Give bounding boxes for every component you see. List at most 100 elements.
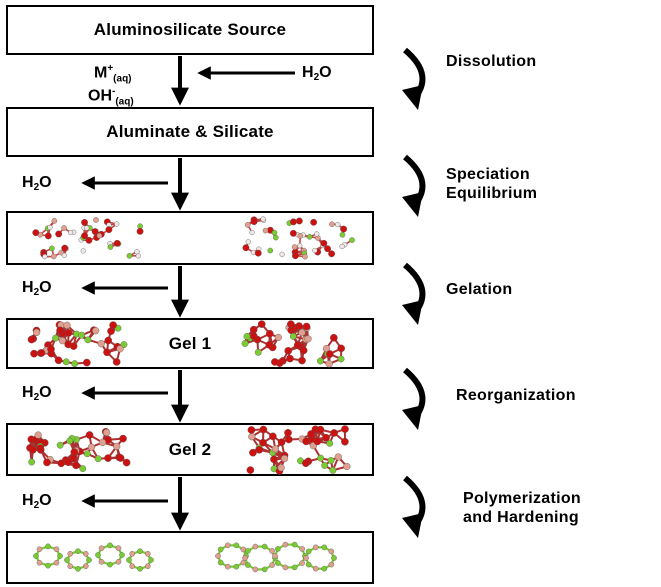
atom [83,358,91,367]
atom [94,455,102,463]
atom [298,356,306,365]
atom [244,222,251,228]
atom [79,465,87,473]
atom [245,548,251,554]
atom [129,550,136,557]
atom [305,561,312,568]
atom [343,462,351,471]
atom [84,225,90,231]
hydroxide-phase: (aq) [115,96,134,108]
atom [93,217,99,223]
curved-arrow-dissolution [402,47,426,110]
atom [112,358,121,366]
water-label-out-4: H2O [22,492,52,511]
atom [61,225,67,231]
water-label-out-3: H2O [22,384,52,403]
atom [339,231,346,238]
atom [272,234,279,241]
atom [277,438,286,447]
atom [107,561,113,568]
atom [32,229,40,237]
water-label-in: H2O [302,64,332,83]
atom [82,563,89,570]
atom [34,431,42,439]
atom [96,232,103,239]
atom [272,553,278,559]
atom [126,557,132,563]
atom [217,559,224,566]
atom [87,443,96,451]
atom [63,321,71,329]
hydroxide-ion-label: OH-(aq) [88,82,134,113]
atom [114,221,120,227]
atom [302,437,310,446]
atom [322,433,330,442]
water-2: 2 [33,500,40,511]
atom [321,544,328,551]
atom [275,560,281,566]
atom [245,562,251,568]
atom [249,448,257,457]
atom [310,218,318,226]
atom [134,249,140,255]
atom [293,341,302,349]
atom [102,428,111,437]
atom [85,431,94,439]
atom [279,251,285,257]
atom [306,234,313,240]
water-h: H [22,174,34,191]
atom [275,546,281,552]
atom [27,335,36,344]
atom [78,331,86,339]
water-o: O [39,174,52,191]
atom [129,563,136,570]
atom [335,221,341,228]
atom [64,557,70,563]
atom [144,563,151,570]
atom [47,224,53,231]
atom [115,558,122,565]
atom [305,548,312,555]
curved-arrow-polymerization [402,475,426,538]
atom [312,247,318,254]
curved-arrow-gelation [402,262,426,325]
atom [289,229,297,237]
polymer-ring-1 [33,543,63,569]
atom [233,542,240,549]
atom [53,546,60,553]
atom [302,459,310,468]
atom [249,325,258,334]
atom [291,541,298,548]
atom [136,227,144,235]
atom [269,548,275,554]
atom [316,357,324,365]
atom [148,557,154,563]
polymer-cage-3 [272,541,308,571]
atom [330,429,338,437]
step-speciation-line2: Equilibrium [446,185,538,202]
metal-ion-charge: + [107,63,114,74]
atom [84,336,92,344]
atom [282,564,289,571]
atom [81,232,88,240]
gel-1-cluster-left [27,321,128,368]
atom [282,541,289,548]
atom [119,434,127,443]
atom [97,340,105,348]
step-speciation-line1: Speciation [446,166,530,183]
atom [72,461,80,470]
atom [37,349,46,357]
atom [116,345,124,353]
atom [312,544,319,551]
atom [325,360,333,368]
atom [299,546,305,552]
atom [329,221,335,227]
atom [286,354,294,363]
atom [98,438,107,447]
atom [290,218,297,226]
atom [58,337,67,345]
atom [68,229,74,236]
atom [66,437,74,445]
polymer-ring-3 [95,542,125,568]
